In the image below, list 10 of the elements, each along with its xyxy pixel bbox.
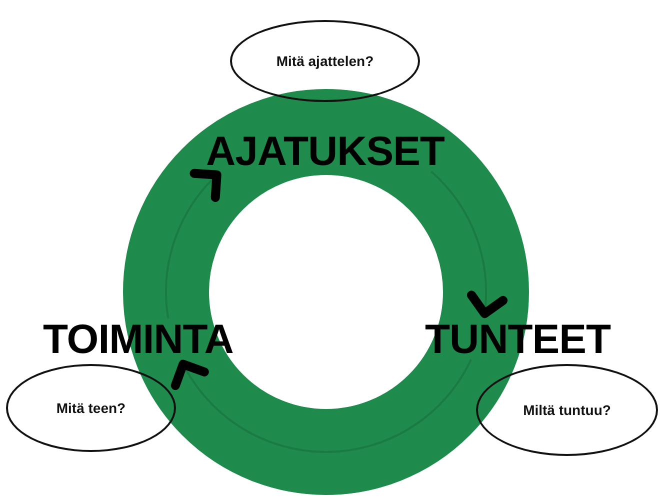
question-text: Miltä tuntuu? — [523, 402, 611, 418]
chevron-arrow — [172, 359, 472, 453]
question-bubble — [476, 364, 658, 456]
chevron-arrow — [165, 170, 222, 318]
chevron-arrow — [430, 170, 506, 319]
question-bubble — [230, 20, 420, 102]
stage-label: AJATUKSET — [206, 130, 444, 172]
question-text: Mitä teen? — [56, 400, 126, 416]
question-bubble — [6, 364, 176, 452]
question-text: Mitä ajattelen? — [276, 53, 374, 69]
